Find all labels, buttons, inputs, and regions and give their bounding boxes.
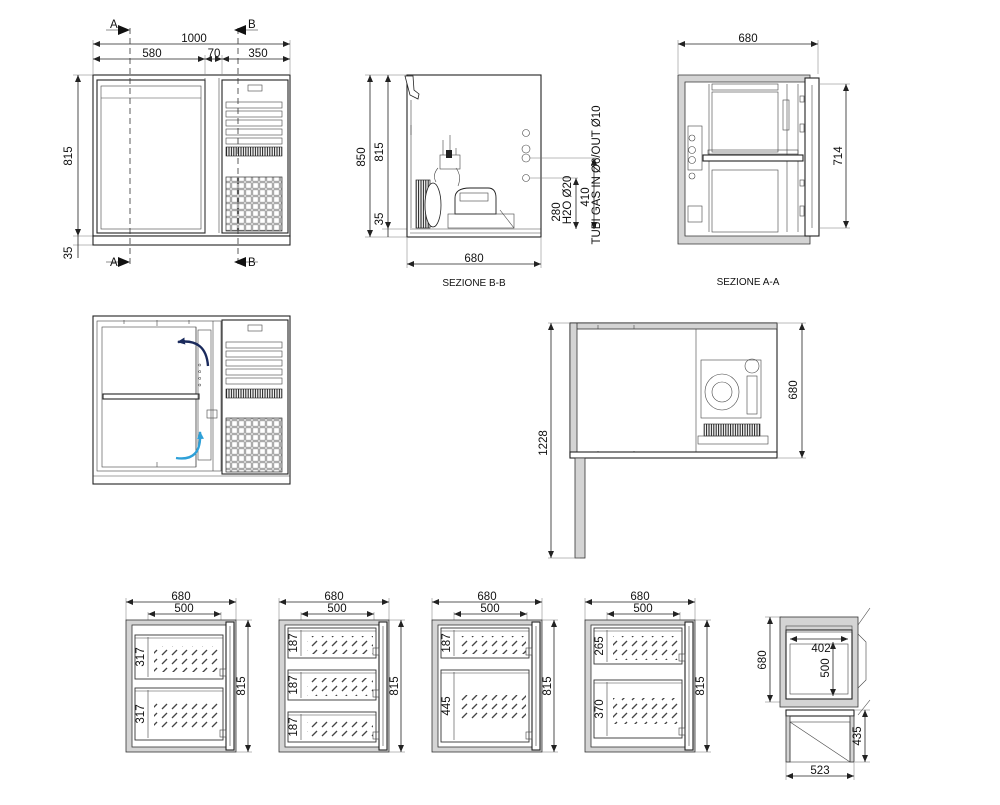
drawer-handle <box>219 668 227 677</box>
dim-gap-width: 70 <box>208 48 221 60</box>
dim-total-height: 850 <box>356 147 368 166</box>
dim-config-width: 680 <box>171 591 190 603</box>
dim-gas-height: 410 <box>580 187 592 206</box>
section-mark-a-bottom: A <box>110 257 118 269</box>
dim-config-height: 815 <box>236 676 248 695</box>
dim-detail-depth: 680 <box>757 650 769 669</box>
dim-config-height: 815 <box>695 676 707 695</box>
dim-config-height: 815 <box>389 676 401 695</box>
drawer-handle <box>372 647 380 656</box>
interior-front-view: ◦ ◦ ◦ ◦ <box>92 315 291 485</box>
dim-drawer-height: 187 <box>441 633 453 652</box>
dim-config-width: 680 <box>630 591 649 603</box>
drawer-vent-slots <box>154 646 220 672</box>
dim-feet-height: 35 <box>63 247 75 260</box>
drawer[interactable]: 370 <box>593 679 686 739</box>
section-a-a: 680 714 SEZIONE A-A <box>677 33 850 288</box>
dim-width: 680 <box>738 33 757 45</box>
label-h2o: H2O Ø20 <box>562 176 574 225</box>
dim-door-open: 1228 <box>538 430 550 456</box>
dim-config-inner-width: 500 <box>633 603 652 615</box>
drawer[interactable]: 187 <box>287 711 380 743</box>
dim-depth: 680 <box>788 380 800 399</box>
dim-h2o-height: 280 <box>551 202 563 221</box>
dim-drawer-height: 265 <box>594 636 606 655</box>
section-mark-a-top: A <box>110 19 118 31</box>
drawer-handle <box>678 727 686 736</box>
drawer[interactable]: 445 <box>440 669 533 743</box>
ventilation-grille <box>225 176 283 232</box>
dim-drawer-height: 187 <box>288 717 300 736</box>
drawer-detail-view: 680 402 500 435 523 <box>757 607 871 780</box>
drawer-vent-slots <box>307 678 373 696</box>
drawer-vent-slots <box>307 636 373 654</box>
dim-config-inner-width: 500 <box>480 603 499 615</box>
dim-drawer-height: 370 <box>594 699 606 718</box>
drawer-vent-slots <box>460 695 526 721</box>
label-gas-pipes: TUBI GAS IN Ø6/OUT Ø10 <box>591 105 603 244</box>
drawer-vent-slots <box>460 636 526 654</box>
dim-detail-drawer-width: 523 <box>810 765 829 777</box>
airflow-arrow-in <box>175 431 204 460</box>
dim-config-inner-width: 500 <box>174 603 193 615</box>
front-view: 1000 580 70 350 815 35 A B A B <box>63 19 291 269</box>
drawer-handle <box>525 731 533 740</box>
drawer[interactable]: 187 <box>287 669 380 701</box>
dim-depth: 680 <box>464 253 483 265</box>
dim-drawer-height: 187 <box>288 633 300 652</box>
dim-config-width: 680 <box>477 591 496 603</box>
drawer-vent-slots <box>154 703 220 729</box>
dim-drawer-height: 187 <box>288 675 300 694</box>
drawer[interactable]: 187 <box>440 627 533 659</box>
compressor-unit <box>415 135 515 229</box>
airflow-arrow-out <box>177 337 210 367</box>
dim-height: 714 <box>833 146 845 166</box>
svg-text:◦ ◦ ◦ ◦: ◦ ◦ ◦ ◦ <box>194 363 206 387</box>
dim-total-width: 1000 <box>181 33 207 45</box>
control-panel-louvers <box>225 101 283 145</box>
caption-section-b-b: SEZIONE B-B <box>442 278 506 289</box>
drawer[interactable]: 265 <box>593 627 686 665</box>
dim-detail-extension: 435 <box>852 726 864 745</box>
dim-drawer-height: 317 <box>135 704 147 723</box>
drawer-configurations: 6805008153173176805008151871871876805008… <box>125 591 711 753</box>
drawer-handle <box>525 647 533 656</box>
drawer-vent-slots <box>307 720 373 738</box>
drawer[interactable]: 187 <box>287 627 380 659</box>
caption-section-a-a: SEZIONE A-A <box>717 277 780 288</box>
drawer-vent-slots <box>613 698 679 724</box>
section-mark-b-top: B <box>248 19 256 31</box>
section-mark-b-bottom: B <box>248 257 256 269</box>
dim-height: 815 <box>63 146 75 165</box>
drawer[interactable]: 317 <box>134 634 227 680</box>
dim-detail-inner-depth: 500 <box>820 658 832 677</box>
dim-drawer-height: 445 <box>441 696 453 715</box>
drawer-handle <box>372 689 380 698</box>
drawer-vent-slots <box>613 636 679 660</box>
drawer-handle <box>219 729 227 738</box>
dim-config-width: 680 <box>324 591 343 603</box>
dim-base-height: 35 <box>374 213 386 226</box>
dim-body-height: 815 <box>374 142 386 161</box>
dim-config-height: 815 <box>542 676 554 695</box>
drawer-handle <box>372 731 380 740</box>
drawer[interactable]: 317 <box>134 687 227 741</box>
section-b-b: 850 815 35 280 H2O Ø20 410 TUBI GAS IN Ø… <box>356 74 603 289</box>
dim-drawer-height: 317 <box>135 647 147 666</box>
dim-detail-inner-width: 402 <box>811 643 830 655</box>
dim-door-width: 580 <box>142 48 161 60</box>
top-view-door-open: 1228 680 <box>538 322 806 559</box>
drawer-handle <box>678 653 686 662</box>
dim-panel-width: 350 <box>248 48 267 60</box>
dim-config-inner-width: 500 <box>327 603 346 615</box>
